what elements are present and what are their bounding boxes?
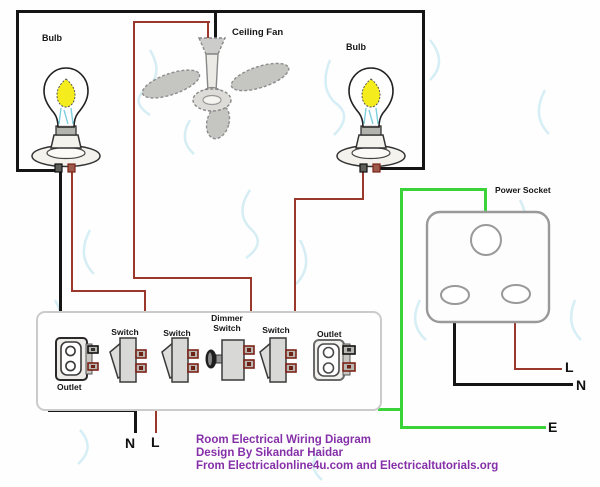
supply-live-label: L	[151, 434, 160, 450]
wire-live-bulb-right-drop	[362, 171, 364, 200]
wire-live-bulb-left-run	[71, 290, 146, 292]
bulb-right	[336, 67, 406, 173]
outlet-right	[313, 339, 356, 381]
supply-neutral-label: N	[125, 435, 136, 451]
switch-3-label: Switch	[262, 325, 290, 335]
wire-neutral-bulb-to-outlet	[59, 171, 62, 333]
wire-neutral-socket-drop	[453, 302, 456, 386]
wire-neutral-socket-tail	[453, 383, 573, 386]
wire-neutral-ceiling-left	[16, 10, 19, 171]
power-socket	[425, 210, 551, 324]
outlet-right-label: Outlet	[317, 329, 342, 339]
ceiling-fan	[141, 37, 290, 140]
footer-line-2: Design By Sikandar Haidar	[196, 447, 343, 459]
power-socket-label: Power Socket	[495, 185, 551, 195]
ceiling-fan-label: Ceiling Fan	[232, 27, 284, 38]
dimmer-switch-label: Dimmer Switch	[211, 313, 243, 333]
wire-earth-main	[400, 188, 403, 429]
wire-neutral-fan-drop	[214, 11, 217, 39]
bulb-right-label: Bulb	[346, 42, 366, 52]
bulb-left	[31, 67, 101, 173]
footer-credits: Room Electrical Wiring Diagram Design By…	[196, 434, 498, 473]
wire-live-fan-to-dimmer	[133, 277, 252, 279]
footer-line-3: From Electricalonline4u.com and Electric…	[196, 460, 499, 472]
wire-live-socket-tail	[514, 368, 562, 370]
bulb-left-label: Bulb	[42, 33, 62, 43]
dimmer-switch	[205, 339, 255, 381]
wire-live-switch3-drop	[294, 198, 296, 352]
footer-line-1: Room Electrical Wiring Diagram	[196, 434, 371, 446]
switch-3	[259, 337, 297, 383]
socket-live-label: L	[565, 359, 574, 375]
wire-live-bulb-right-run	[294, 198, 364, 200]
switch-1-label: Switch	[111, 327, 139, 337]
switch-2-label: Switch	[163, 328, 191, 338]
wire-live-fan-drop	[207, 21, 209, 39]
wire-earth-tail	[400, 426, 546, 429]
wire-live-fan-main	[133, 21, 135, 279]
outlet-left	[55, 337, 99, 381]
wire-live-socket-drop	[514, 302, 516, 370]
socket-earth-label: E	[548, 419, 558, 435]
wire-neutral-supply-drop	[134, 409, 137, 433]
wire-earth-socket-drop	[484, 188, 487, 226]
wire-neutral-to-bulb-left	[16, 169, 59, 172]
outlet-left-label: Outlet	[57, 382, 82, 392]
wire-live-fan-top	[133, 21, 210, 23]
wire-neutral-to-bulb-right	[378, 167, 425, 170]
wire-earth-board-branch	[378, 408, 402, 411]
wire-neutral-ceiling-top	[16, 10, 425, 13]
wire-live-bulb-left-drop	[71, 171, 73, 292]
switch-2	[161, 337, 199, 383]
wire-earth-top	[400, 188, 487, 191]
socket-neutral-label: N	[576, 377, 587, 393]
switch-1	[109, 337, 147, 383]
wire-neutral-ceiling-right	[422, 10, 425, 170]
